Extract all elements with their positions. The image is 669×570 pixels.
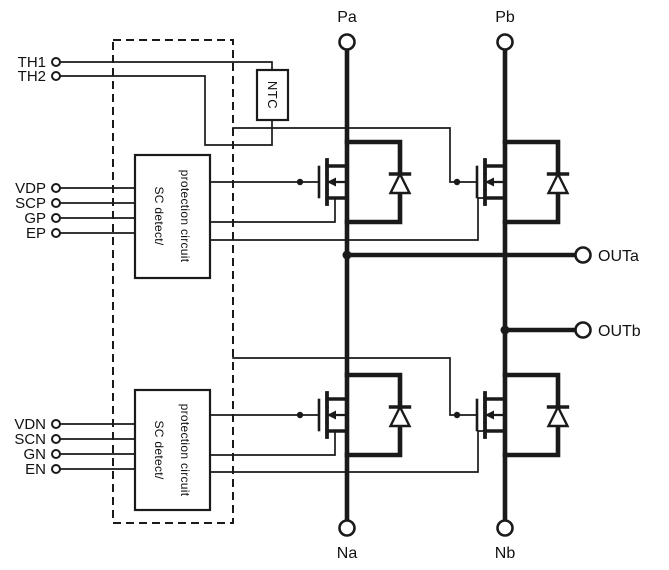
wire-th1-to-ntc: [59, 61, 273, 71]
wire-sense-low-a: [209, 430, 336, 456]
junction-dot-outb: [500, 325, 510, 335]
terminal-en: [51, 464, 61, 474]
terminal-ep: [51, 228, 61, 238]
gate-dot-low-b: [453, 411, 461, 419]
label-na: Na: [337, 545, 358, 562]
mosfet-high-side-b: [477, 142, 568, 222]
gate-dot-high-a: [296, 178, 304, 186]
label-vdp: VDP: [15, 180, 46, 197]
control-section-dashed-boundary: [112, 39, 234, 524]
terminal-th2: [51, 71, 61, 81]
power-terminals: [338, 33, 592, 537]
label-gn: GN: [24, 446, 47, 463]
label-outa: OUTa: [598, 248, 639, 265]
sc-protection-upper-line2: protection circuit: [178, 170, 192, 263]
ntc-block: NTC: [255, 68, 290, 122]
label-ep: EP: [26, 225, 46, 242]
terminal-nb: [496, 519, 514, 537]
sc-protection-lower-line2: protection circuit: [178, 404, 192, 497]
terminal-scp: [51, 198, 61, 208]
mosfet-low-side-a: [319, 375, 410, 455]
terminal-pb: [496, 33, 514, 51]
sc-protection-block-upper: SC detect/ protection circuit: [133, 153, 212, 280]
label-gp: GP: [24, 210, 46, 227]
wire-sense-low-b: [209, 430, 486, 473]
wire-gate-high-b: [232, 127, 478, 183]
label-pa: Pa: [337, 9, 357, 26]
label-scn: SCN: [14, 431, 46, 448]
terminal-na: [338, 519, 356, 537]
terminal-vdn: [51, 419, 61, 429]
wire-th2-to-ntc: [59, 75, 273, 146]
terminal-gn: [51, 449, 61, 459]
sc-protection-lower-line1: SC detect/: [152, 420, 166, 479]
sc-protection-block-lower: SC detect/ protection circuit: [133, 388, 212, 512]
signal-terminals: [51, 57, 61, 474]
wire-sense-high-a: [209, 197, 336, 223]
junction-dot-outa: [342, 250, 352, 260]
terminal-pa: [338, 33, 356, 51]
label-vdn: VDN: [14, 416, 46, 433]
terminal-outa: [574, 246, 592, 264]
terminal-gp: [51, 213, 61, 223]
power-buses: [344, 47, 578, 523]
label-th2: TH2: [18, 68, 46, 85]
label-th1: TH1: [18, 54, 46, 71]
terminal-vdp: [51, 183, 61, 193]
sc-protection-box-upper: [133, 153, 212, 280]
label-outb: OUTb: [598, 323, 641, 340]
mosfet-high-side-a: [319, 142, 410, 222]
label-en: EN: [25, 461, 46, 478]
mosfet-low-side-b: [477, 375, 568, 455]
ntc-label: NTC: [265, 81, 280, 109]
terminal-th1: [51, 57, 61, 67]
wire-gate-low-b: [232, 357, 478, 416]
gate-dot-high-b: [453, 178, 461, 186]
terminal-outb: [574, 321, 592, 339]
control-wires: [59, 61, 486, 473]
label-scp: SCP: [15, 195, 46, 212]
gate-dot-low-a: [296, 411, 304, 419]
label-pb: Pb: [495, 9, 515, 26]
label-nb: Nb: [495, 545, 516, 562]
sc-protection-upper-line1: SC detect/: [152, 186, 166, 245]
wire-sense-high-b: [209, 197, 486, 241]
ntc-box: [255, 68, 290, 122]
sc-protection-box-lower: [133, 388, 212, 512]
terminal-scn: [51, 434, 61, 444]
